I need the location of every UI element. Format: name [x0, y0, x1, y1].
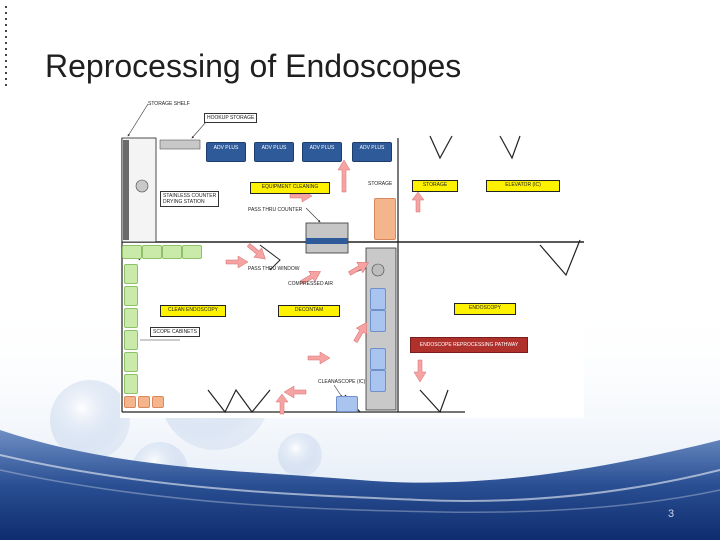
orange-unit: [152, 396, 164, 408]
elevator-box: ELEVATOR (IC): [486, 180, 560, 192]
storage-small-label: STORAGE: [368, 181, 393, 187]
floor-plan-diagram: STORAGE SHELF HOOKUP STORAGE STAINLESS C…: [120, 100, 584, 418]
decon-sink: [370, 348, 386, 370]
decon-sink: [370, 310, 386, 332]
pass-thru-window-label: PASS THRU WINDOW: [248, 266, 300, 272]
washer-2: ADV PLUS: [254, 142, 294, 162]
scope-cabinet: [124, 264, 138, 284]
scope-cabinet: [124, 352, 138, 372]
page-number: 3: [668, 508, 675, 520]
cleanascope-label: CLEANASCOPE (IC): [318, 379, 366, 385]
floor-plan-walls: [121, 103, 584, 415]
decorative-side-strip: [2, 2, 10, 122]
decon-sink: [370, 288, 386, 310]
scope-cabinet: [142, 245, 162, 259]
stainless-counter-label: STAINLESS COUNTER DRYING STATION: [160, 191, 220, 207]
scope-cabinet: [122, 245, 142, 259]
washer-4: ADV PLUS: [352, 142, 392, 162]
stainless-counter-text: STAINLESS COUNTER: [163, 193, 217, 199]
scope-cabinet: [124, 330, 138, 350]
orange-unit: [138, 396, 150, 408]
scope-cabinet: [124, 374, 138, 394]
scope-cabinet: [124, 286, 138, 306]
cleanascope-unit: [336, 396, 358, 412]
washer-1: ADV PLUS: [206, 142, 246, 162]
scope-cabinet: [162, 245, 182, 259]
clean-endoscopy-box: CLEAN ENDOSCOPY: [160, 305, 226, 317]
decon-sink: [370, 370, 386, 392]
scope-cabinets-label: SCOPE CABINETS: [150, 327, 200, 337]
drying-station-text: DRYING STATION: [163, 199, 205, 205]
endoscopy-box: ENDOSCOPY: [454, 303, 516, 315]
storage-shelf-label: STORAGE SHELF: [148, 101, 190, 107]
scope-cabinet: [124, 308, 138, 328]
orange-unit: [124, 396, 136, 408]
pass-thru-counter-label: PASS THRU COUNTER: [248, 207, 303, 213]
equipment-cleaning-box: EQUIPMENT CLEANING: [250, 182, 330, 194]
scope-cabinet: [182, 245, 202, 259]
pathway-legend: ENDOSCOPE REPROCESSING PATHWAY: [410, 337, 528, 353]
storage-box: STORAGE: [412, 180, 458, 192]
decontam-box: DECONTAM: [278, 305, 340, 317]
hookup-storage-label: HOOKUP STORAGE: [204, 113, 258, 123]
washer-3: ADV PLUS: [302, 142, 342, 162]
storage-cabinet: [374, 198, 396, 240]
compressed-air-label: COMPRESSED AIR: [288, 281, 334, 287]
slide-title: Reprocessing of Endoscopes: [45, 48, 462, 84]
